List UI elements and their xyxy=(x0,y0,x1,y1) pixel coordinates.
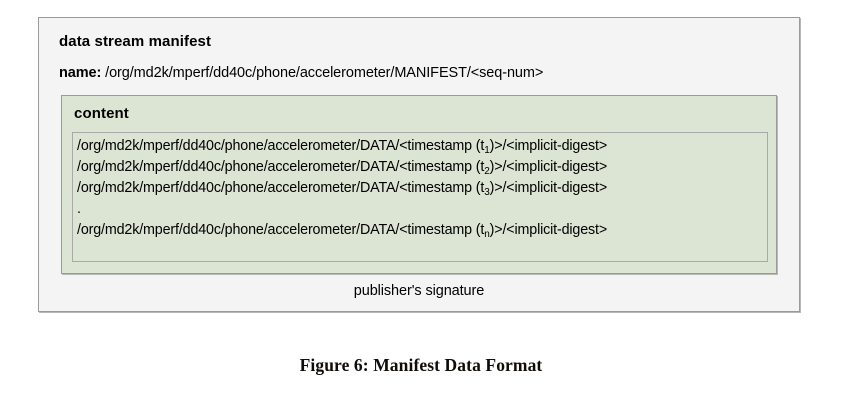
content-title: content xyxy=(74,105,129,122)
content-name-line: /org/md2k/mperf/dd40c/phone/acceleromete… xyxy=(77,220,767,241)
content-name-suffix: )>/<implicit-digest> xyxy=(489,159,608,175)
content-name-subscript: 1 xyxy=(484,145,490,156)
content-name-list: /org/md2k/mperf/dd40c/phone/acceleromete… xyxy=(72,132,768,262)
publisher-signature-label: publisher's signature xyxy=(353,283,485,299)
content-name-prefix: . xyxy=(77,201,81,217)
manifest-title: data stream manifest xyxy=(59,33,212,50)
content-name-line: /org/md2k/mperf/dd40c/phone/acceleromete… xyxy=(77,136,767,157)
manifest-name-value: /org/md2k/mperf/dd40c/phone/acceleromete… xyxy=(105,65,544,81)
content-box: content /org/md2k/mperf/dd40c/phone/acce… xyxy=(61,95,777,274)
content-name-prefix: /org/md2k/mperf/dd40c/phone/acceleromete… xyxy=(77,159,485,175)
content-name-suffix: )>/<implicit-digest> xyxy=(489,222,608,238)
content-name-prefix: /org/md2k/mperf/dd40c/phone/acceleromete… xyxy=(77,222,485,238)
content-name-subscript: 3 xyxy=(484,187,490,198)
manifest-name-row: name: /org/md2k/mperf/dd40c/phone/accele… xyxy=(59,65,543,81)
content-name-subscript: n xyxy=(484,229,490,240)
figure-caption: Figure 6: Manifest Data Format xyxy=(299,355,543,375)
content-name-line: /org/md2k/mperf/dd40c/phone/acceleromete… xyxy=(77,178,767,199)
content-name-suffix: )>/<implicit-digest> xyxy=(489,180,608,196)
content-name-prefix: /org/md2k/mperf/dd40c/phone/acceleromete… xyxy=(77,138,485,154)
content-name-line: . xyxy=(77,199,767,220)
manifest-name-label: name: xyxy=(59,65,102,81)
content-name-suffix: )>/<implicit-digest> xyxy=(489,138,608,154)
content-name-subscript: 2 xyxy=(484,166,490,177)
data-stream-manifest-box: data stream manifest name: /org/md2k/mpe… xyxy=(38,17,800,312)
content-name-line: /org/md2k/mperf/dd40c/phone/acceleromete… xyxy=(77,157,767,178)
content-name-prefix: /org/md2k/mperf/dd40c/phone/acceleromete… xyxy=(77,180,485,196)
